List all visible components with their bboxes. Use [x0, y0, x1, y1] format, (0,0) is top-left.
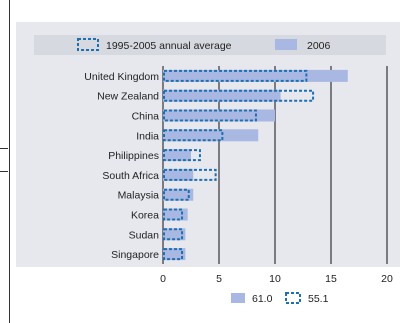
bar-2006: [163, 248, 186, 261]
bar-2006: [163, 109, 275, 122]
bar-average: [163, 129, 224, 142]
legend-swatch-solid: [275, 39, 297, 50]
category-label: Malaysia: [118, 190, 160, 202]
edge-rule-bottom: [0, 171, 8, 172]
legend-item-2006: 2006: [275, 39, 331, 52]
bottom-legend-value-solid: 61.0: [252, 293, 273, 305]
bar-average: [163, 109, 257, 122]
category-label: Sudan: [129, 229, 160, 241]
bar-average: [163, 248, 184, 261]
chart-panel: 1995-2005 annual average 2006 United Kin…: [9, 0, 404, 323]
bar-2006: [163, 129, 259, 142]
bar-2006: [163, 228, 186, 241]
bar-2006: [163, 168, 194, 181]
x-tick-label: 10: [269, 273, 281, 285]
bar-average: [163, 168, 217, 181]
category-label: Korea: [131, 210, 159, 222]
legend-swatch-dashed: [77, 38, 99, 51]
bar-average: [163, 149, 201, 162]
category-label: South Africa: [102, 170, 159, 182]
category-label: United Kingdom: [84, 71, 159, 83]
category-label: India: [136, 130, 159, 142]
bottom-legend-swatch-solid: [231, 293, 245, 303]
bottom-legend-swatch-dashed: [285, 292, 301, 304]
legend-label-2006: 2006: [307, 40, 331, 52]
bar-2006: [163, 149, 191, 162]
category-label: China: [132, 111, 160, 123]
legend-background: [34, 35, 386, 55]
x-tick-label: 0: [160, 273, 166, 285]
category-label: Singapore: [111, 249, 159, 261]
bar-average: [163, 188, 190, 201]
legend-label-average: 1995-2005 annual average: [106, 40, 232, 52]
x-tick-labels: 0 5 10 15 20: [160, 273, 393, 285]
plot-background: [16, 22, 400, 267]
category-label: New Zealand: [97, 91, 159, 103]
bar-average: [163, 208, 184, 221]
x-tick-label: 15: [325, 273, 337, 285]
category-label: Philippines: [108, 150, 159, 162]
bar-2006: [163, 89, 281, 102]
bars: [163, 69, 348, 261]
legend-item-average: 1995-2005 annual average: [77, 38, 232, 52]
bar-2006: [163, 69, 348, 82]
bottom-legend-value-dashed: 55.1: [308, 293, 329, 305]
bar-average: [163, 69, 308, 82]
bar-2006: [163, 188, 194, 201]
bottom-legend: 61.0 55.1: [231, 292, 329, 305]
bar-average: [163, 228, 184, 241]
x-tick-label: 5: [216, 273, 222, 285]
bar-chart: 1995-2005 annual average 2006 United Kin…: [16, 22, 400, 305]
edge-rule-top: [0, 148, 8, 149]
x-tick-label: 20: [381, 273, 393, 285]
